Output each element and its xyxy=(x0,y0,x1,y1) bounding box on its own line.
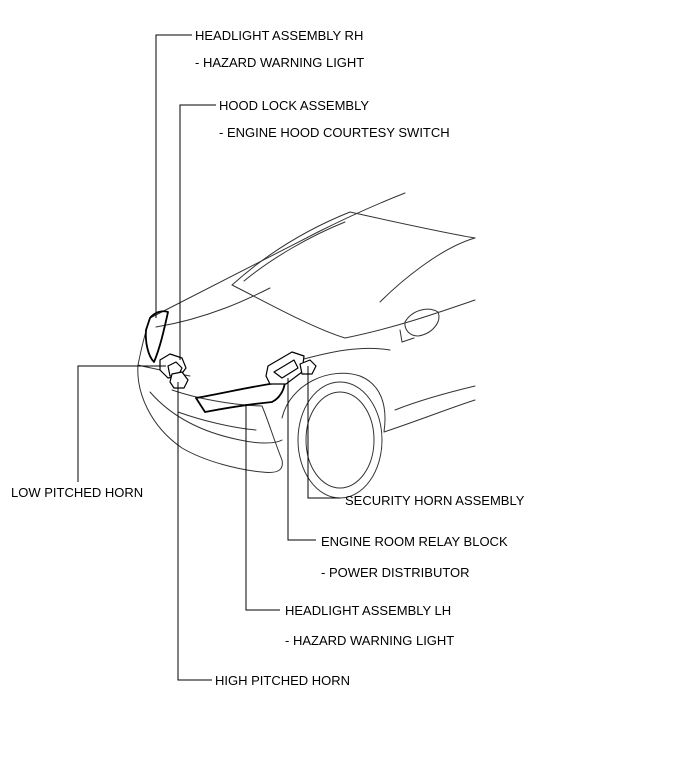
grille-upper xyxy=(171,389,263,407)
front-wheel-arch xyxy=(281,372,386,433)
leader-high-horn xyxy=(177,382,212,681)
leader-lines xyxy=(77,34,340,681)
headlight-rh-shape xyxy=(144,310,169,363)
shoulder-line xyxy=(344,299,476,339)
components xyxy=(159,351,317,389)
rear-window-edge xyxy=(379,237,476,303)
label-security-horn: SECURITY HORN ASSEMBLY xyxy=(345,493,525,508)
mirror-base xyxy=(399,329,415,343)
label-high-horn: HIGH PITCHED HORN xyxy=(215,673,351,688)
bumper-lower xyxy=(149,391,283,444)
headlights xyxy=(144,310,286,413)
label-hood-lock-sub: - ENGINE HOOD COURTESY SWITCH xyxy=(219,125,450,140)
label-headlight-rh: HEADLIGHT ASSEMBLY RH xyxy=(195,28,364,43)
leader-low-horn xyxy=(77,365,166,482)
a-pillar-inner xyxy=(243,221,346,282)
windshield-base xyxy=(231,284,346,339)
label-low-horn: LOW PITCHED HORN xyxy=(11,485,144,500)
leader-relay-block xyxy=(287,378,316,541)
front-wheel xyxy=(297,381,383,499)
a-pillar xyxy=(231,211,351,286)
car-body-outline xyxy=(137,192,476,499)
grille-lower xyxy=(177,411,257,431)
label-headlight-rh-sub: - HAZARD WARNING LIGHT xyxy=(195,55,365,70)
fender-top xyxy=(299,347,391,361)
label-headlight-lh-sub: - HAZARD WARNING LIGHT xyxy=(285,633,455,648)
high-horn-part xyxy=(169,371,189,389)
relay-block-cover xyxy=(273,359,299,379)
label-relay-block: ENGINE ROOM RELAY BLOCK xyxy=(321,534,508,549)
label-hood-lock: HOOD LOCK ASSEMBLY xyxy=(219,98,370,113)
side-mirror xyxy=(404,308,440,337)
side-sill xyxy=(383,399,476,433)
hood-crease xyxy=(155,287,271,328)
fender-front-edge xyxy=(261,405,283,473)
leader-hood-lock xyxy=(179,104,216,360)
label-headlight-lh: HEADLIGHT ASSEMBLY LH xyxy=(285,603,452,618)
leader-headlight-rh xyxy=(155,34,192,318)
headlight-lh-shape xyxy=(195,381,286,413)
label-relay-block-sub: - POWER DISTRIBUTOR xyxy=(321,565,470,580)
hood-leading-edge xyxy=(149,192,406,319)
door-line xyxy=(394,385,476,411)
front-bumper xyxy=(137,364,263,473)
roof-line xyxy=(349,211,476,239)
leader-security-horn xyxy=(307,366,340,499)
front-wheel-rim xyxy=(305,391,375,489)
leader-headlight-lh xyxy=(245,404,280,611)
